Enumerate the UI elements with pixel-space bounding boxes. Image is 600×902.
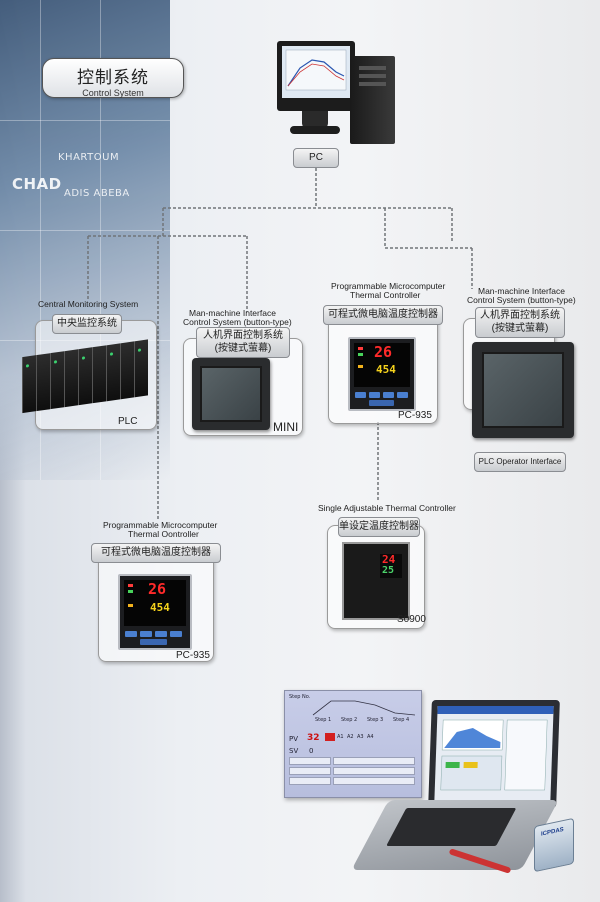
sw-step-4: Step 4 [393, 717, 409, 723]
pc935-bottom-device: 26 454 [118, 574, 192, 650]
hmi-right-footer: PLC Operator Interface [474, 452, 566, 472]
s0900-caption: Single Adjustable Thermal Controller [318, 504, 456, 513]
sw-pv-value: 32 [307, 733, 320, 743]
sw-step-1: Step 1 [315, 717, 331, 723]
pc935-bottom-pv: 26 [148, 580, 166, 598]
s0900-model: S0900 [397, 614, 426, 625]
hmi-right-caption-2: Control System (button-type) [467, 296, 576, 305]
hmi-mini-device [192, 358, 270, 430]
pc935-top-caption-2: Thermal Controller [350, 291, 420, 300]
pc-monitor-base [290, 126, 340, 134]
pc-tower [350, 56, 395, 144]
sw-pv-label: PV [289, 735, 298, 743]
software-panel: Step No. Step 1 Step 2 Step 3 Step 4 PV … [284, 690, 422, 798]
central-caption: Central Monitoring System [38, 300, 138, 309]
hmi-mini-tag-1: 人机界面控制系统 [203, 330, 283, 341]
pc-monitor [277, 41, 355, 111]
sw-alarm-indicator [325, 733, 335, 741]
hmi-mini-caption-2: Control System (button-type) [183, 318, 292, 327]
pc935-bottom-caption-2: Thermal Oontroller [128, 530, 199, 539]
sw-step-header: Step No. [289, 694, 310, 700]
s0900-device: 24 25 [342, 542, 410, 620]
sw-sv-value: 0 [309, 747, 313, 755]
central-tag: 中央监控系统 [52, 314, 122, 334]
pc935-bottom-model: PC-935 [176, 650, 210, 661]
usb-brand: ICPDAS [541, 827, 564, 838]
sw-alarm-a4: A4 [367, 734, 374, 740]
pc935-top-pv: 26 [374, 343, 392, 361]
pc935-top-device: 26 454 [348, 337, 416, 411]
sw-sv-label: SV [289, 747, 298, 755]
hmi-right-tag: 人机界面控制系统 (按键式萤幕) [475, 307, 565, 338]
hmi-right-tag-1: 人机界面控制系统 [480, 310, 560, 321]
s0900-sv: 25 [382, 565, 394, 576]
pc935-top-model: PC-935 [398, 410, 432, 421]
hmi-right-device [472, 342, 574, 438]
central-model: PLC [118, 416, 137, 427]
hmi-mini-model: MINI [273, 420, 298, 434]
s0900-tag: 单设定温度控制器 [338, 517, 420, 537]
sw-alarm-a3: A3 [357, 734, 364, 740]
hmi-mini-tag-2: (按键式萤幕) [215, 343, 272, 354]
laptop-screen [428, 700, 560, 808]
pc935-bottom-tag: 可程式微电脑温度控制器 [91, 543, 221, 563]
sw-alarm-a2: A2 [347, 734, 354, 740]
pc-label: PC [293, 148, 339, 168]
usb-converter: ICPDAS [534, 818, 574, 873]
hmi-right-tag-2: (按键式萤幕) [492, 323, 549, 334]
pc935-top-sv: 454 [376, 363, 396, 376]
sw-alarm-a1: A1 [337, 734, 344, 740]
sw-step-2: Step 2 [341, 717, 357, 723]
pc935-top-tag: 可程式微电脑温度控制器 [323, 305, 443, 325]
pc935-bottom-sv: 454 [150, 601, 170, 614]
sw-step-3: Step 3 [367, 717, 383, 723]
hmi-mini-tag: 人机界面控制系统 (按键式萤幕) [196, 327, 290, 358]
